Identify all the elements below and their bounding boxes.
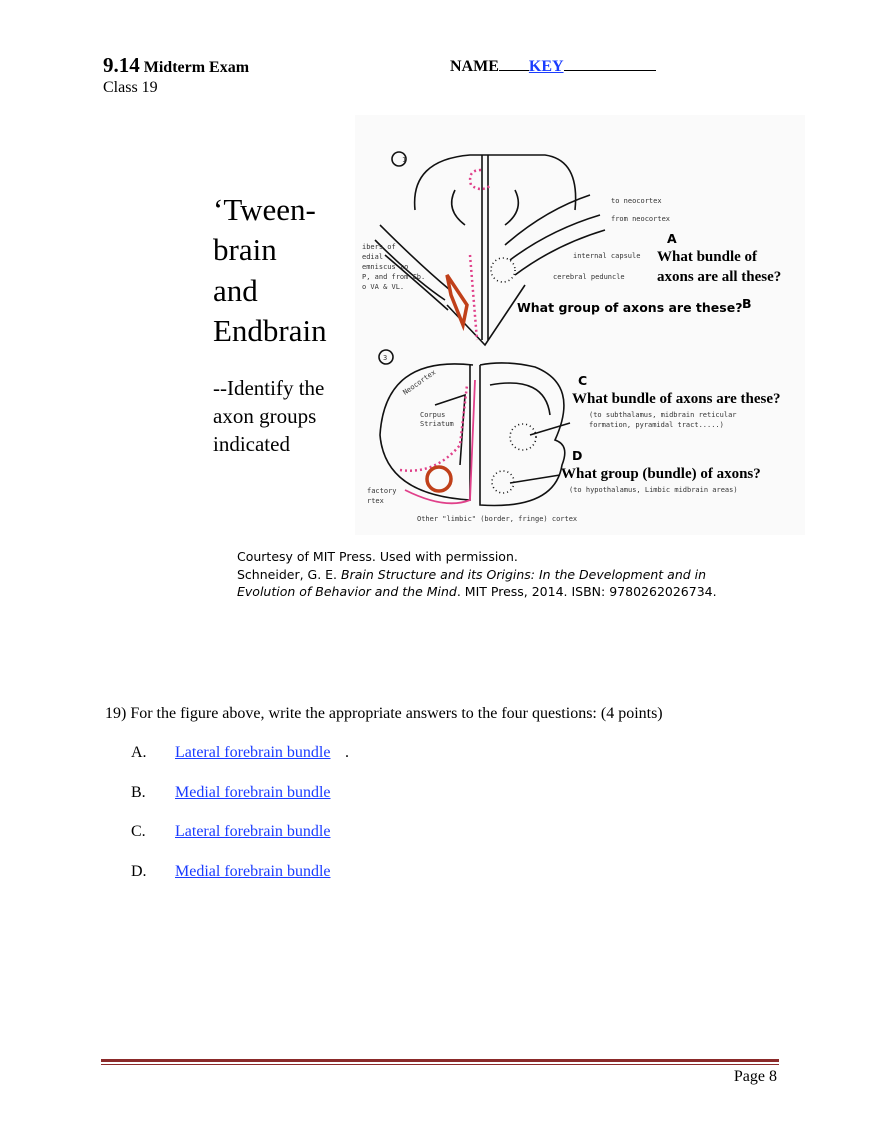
figure-title-line: brain (213, 232, 277, 267)
figure-instruction-line: indicated (213, 432, 290, 456)
label-a: A (667, 231, 677, 246)
question-19: 19) For the figure above, write the appr… (105, 705, 663, 722)
panel-number: 1 (402, 156, 406, 164)
left-note-line: ibers of (362, 243, 396, 251)
answer-letter: B. (131, 784, 146, 801)
figure-title-line: and (213, 273, 258, 308)
answer-row-a: A. Lateral forebrain bundle . (131, 744, 349, 762)
note-c-line: formation, pyramidal tract.....) (589, 421, 724, 429)
left-note-line: P, and from Cb. (362, 273, 425, 281)
answer-letter: C. (131, 823, 146, 840)
label-corpus-striatum: Striatum (420, 420, 454, 428)
brain-figure: ‘Tween- brain and Endbrain --Identify th… (213, 115, 805, 535)
label-to-neocortex: to neocortex (611, 197, 662, 205)
label-c: C (578, 373, 587, 388)
left-note-line: edial (362, 253, 383, 261)
question-d: What group (bundle) of axons? (561, 466, 761, 482)
left-note-line: o VA & VL. (362, 283, 404, 291)
panel-3-diagram: 3 (378, 349, 571, 507)
note-d: (to hypothalamus, Limbic midbrain areas) (569, 486, 738, 494)
label-from-neocortex: from neocortex (611, 215, 670, 223)
question-a-line: axons are all these? (657, 269, 781, 285)
label-limbic-cortex: Other "limbic" (border, fringe) cortex (417, 515, 577, 523)
panel-number: 3 (383, 354, 387, 362)
caption-book-title: Evolution of Behavior and the Mind (237, 584, 457, 599)
caption-book-title: Brain Structure and its Origins: In the … (341, 566, 707, 582)
course-number: 9.14 (103, 53, 140, 77)
figure-caption: Courtesy of MIT Press. Used with permiss… (237, 548, 717, 601)
label-corpus-striatum: Corpus (420, 411, 445, 419)
label-d: D (572, 448, 582, 463)
answer-letter: A. (131, 744, 147, 761)
figure-background (355, 115, 805, 535)
label-b: B (742, 296, 752, 311)
figure-title-line: ‘Tween- (213, 192, 316, 227)
answer-text: Medial forebrain bundle (175, 784, 331, 801)
question-b: What group of axons are these? (517, 300, 742, 315)
answer-text: Lateral forebrain bundle (175, 744, 331, 761)
answer-suffix: . (345, 744, 349, 761)
note-c-line: (to subthalamus, midbrain reticular (589, 411, 737, 419)
question-c: What bundle of axons are these? (572, 391, 781, 407)
answer-row-b: B. Medial forebrain bundle (131, 784, 331, 802)
name-label: NAME (450, 58, 499, 75)
label-olfactory-cortex: rtex (367, 497, 384, 505)
label-cerebral-peduncle: cerebral peduncle (553, 273, 625, 281)
label-internal-capsule: internal capsule (573, 252, 640, 260)
figure-title-line: Endbrain (213, 313, 327, 348)
answer-text: Lateral forebrain bundle (175, 823, 331, 840)
class-label: Class 19 (103, 79, 158, 96)
footer-rule-thin (101, 1064, 779, 1065)
answer-row-d: D. Medial forebrain bundle (131, 863, 331, 881)
answer-text: Medial forebrain bundle (175, 863, 331, 880)
caption-permission: Courtesy of MIT Press. Used with permiss… (237, 549, 518, 564)
course-heading: 9.14 Midterm Exam (103, 53, 249, 78)
name-value: KEY (528, 58, 564, 75)
caption-citation-line: Schneider, G. E. Brain Structure and its… (237, 566, 717, 584)
figure-instruction-line: --Identify the (213, 376, 324, 400)
caption-publisher: . MIT Press, 2014. ISBN: 9780262026734. (456, 584, 717, 599)
caption-author: Schneider, G. E. (237, 566, 342, 582)
answer-row-c: C. Lateral forebrain bundle (131, 823, 330, 841)
question-a-line: What bundle of (657, 249, 758, 265)
caption-citation-line: Evolution of Behavior and the Mind. MIT … (237, 583, 717, 601)
page-number: Page 8 (733, 1068, 777, 1085)
course-title: Midterm Exam (143, 59, 250, 76)
label-olfactory-cortex: factory (367, 487, 397, 495)
figure-instruction-line: axon groups (213, 404, 316, 428)
panel-1-diagram: 1 (374, 151, 606, 347)
left-note-line: emniscus to (362, 263, 408, 271)
name-field: NAME KEY (450, 58, 656, 76)
footer-rule (101, 1059, 779, 1062)
answer-letter: D. (131, 863, 147, 880)
